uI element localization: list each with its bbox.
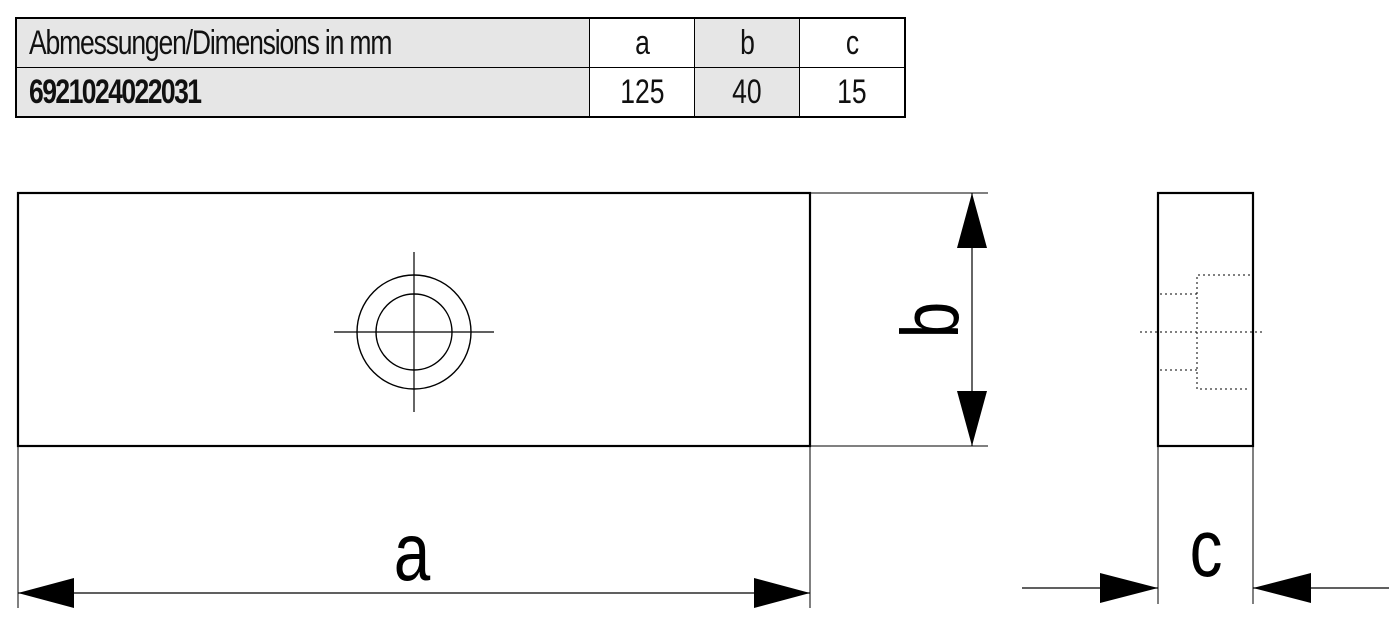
hidden-lines bbox=[1140, 274, 1265, 390]
column-a-text: a bbox=[634, 24, 650, 62]
front-view bbox=[16, 191, 812, 448]
column-c-text: c bbox=[845, 24, 859, 62]
value-cell-a: 125 bbox=[589, 67, 695, 118]
column-b-text: b bbox=[739, 24, 755, 62]
value-b-text: 40 bbox=[732, 73, 762, 111]
arrow-down-icon bbox=[957, 391, 987, 446]
value-cell-c: 15 bbox=[799, 67, 906, 118]
table-row: 6921024022031 125 40 15 bbox=[15, 67, 906, 118]
dimension-label-a: a bbox=[394, 506, 431, 598]
dimension-a: a bbox=[17, 446, 811, 608]
value-a-text: 125 bbox=[619, 73, 665, 111]
side-view-outline bbox=[1156, 191, 1255, 448]
dimension-label-b: b bbox=[884, 302, 976, 338]
part-number-text: 6921024022031 bbox=[29, 73, 202, 111]
value-c-text: 15 bbox=[837, 73, 867, 111]
dimension-c: c bbox=[1022, 446, 1389, 604]
arrow-up-icon bbox=[957, 193, 987, 248]
dimensions-table: Abmessungen/Dimensions in mm a b c 69210… bbox=[15, 17, 906, 118]
header-label-text: Abmessungen/Dimensions in mm bbox=[29, 24, 392, 62]
side-view bbox=[1140, 191, 1265, 448]
hidden-counterbore bbox=[1196, 274, 1250, 390]
mounting-hole-icon bbox=[334, 252, 494, 412]
column-header-a: a bbox=[589, 17, 695, 68]
front-view-outline bbox=[16, 191, 812, 448]
arrow-left-icon bbox=[18, 578, 74, 608]
column-header-c: c bbox=[799, 17, 906, 68]
dimension-label-c: c bbox=[1190, 502, 1223, 594]
part-number-cell: 6921024022031 bbox=[15, 67, 590, 118]
dimension-b: b bbox=[810, 192, 988, 447]
arrow-left-icon bbox=[1253, 573, 1311, 603]
value-cell-b: 40 bbox=[694, 67, 800, 118]
arrow-right-icon bbox=[754, 578, 810, 608]
arrow-right-icon bbox=[1100, 573, 1158, 603]
